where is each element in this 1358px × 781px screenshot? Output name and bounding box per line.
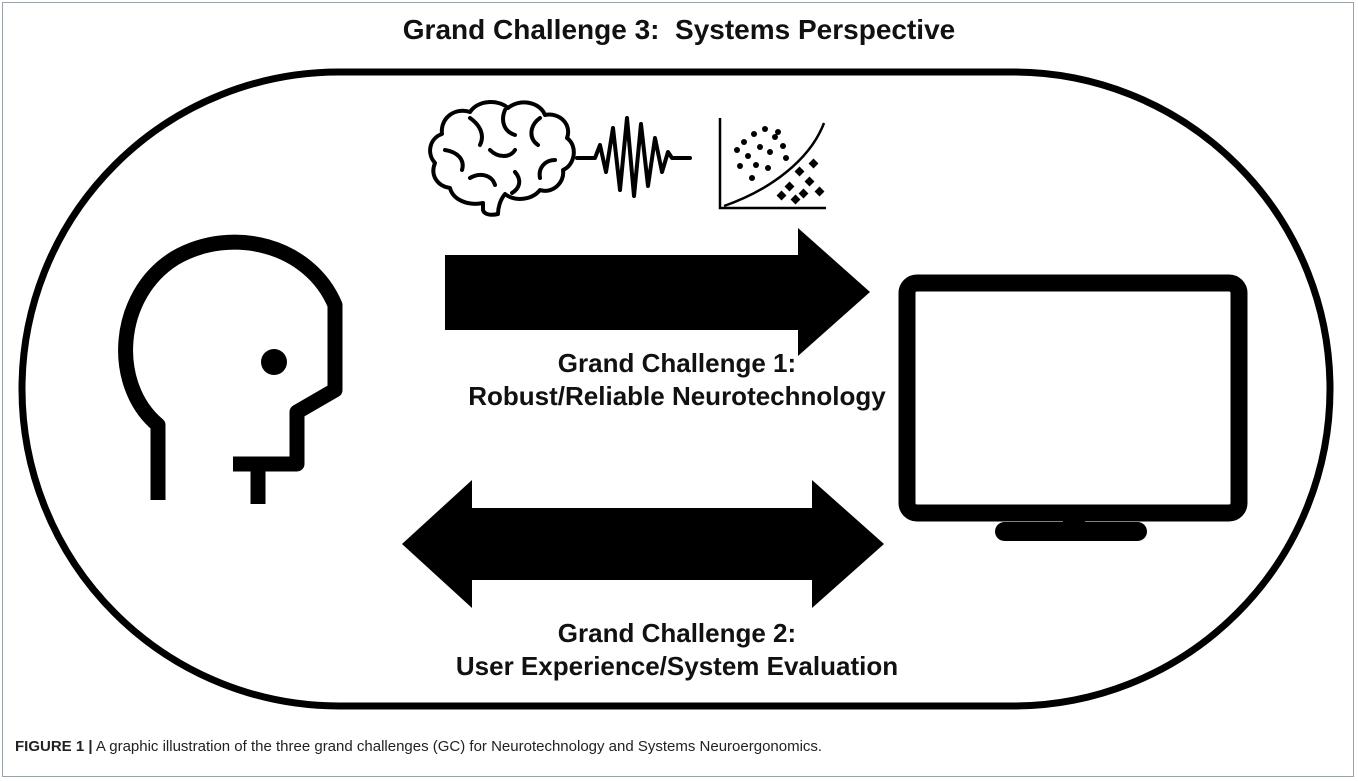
gc1-heading: Grand Challenge 1: <box>557 348 797 378</box>
caption-text: A graphic illustration of the three gran… <box>92 738 823 755</box>
waveform-icon <box>575 116 692 198</box>
brain-icon <box>428 100 576 217</box>
gc1-label: Grand Challenge 1: Robust/Reliable Neuro… <box>397 347 957 413</box>
gc3-title: Grand Challenge 3: Systems Perspective <box>402 14 956 45</box>
gc2-subtitle: User Experience/System Evaluation <box>455 651 899 681</box>
caption-label: FIGURE 1 | <box>15 738 93 755</box>
scatter-plot-icon <box>718 118 826 210</box>
monitor-icon <box>898 274 1248 541</box>
neurotech-arrow <box>445 228 870 356</box>
gc2-heading: Grand Challenge 2: <box>557 618 797 648</box>
systems-boundary <box>18 68 1334 710</box>
head-eye <box>261 349 287 375</box>
gc2-label: Grand Challenge 2: User Experience/Syste… <box>357 617 997 683</box>
interaction-double-arrow <box>402 480 884 608</box>
head-profile-icon <box>118 234 343 504</box>
gc1-subtitle: Robust/Reliable Neurotechnology <box>468 381 886 411</box>
figure-caption: FIGURE 1 | A graphic illustration of the… <box>15 738 822 755</box>
